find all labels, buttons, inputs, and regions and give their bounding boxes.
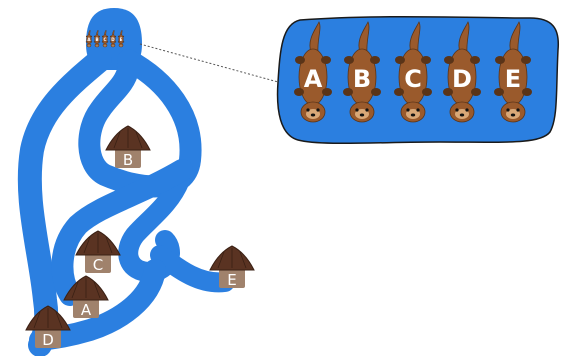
- big-otter-label: C: [404, 65, 422, 93]
- house-label: A: [81, 301, 92, 319]
- house-c: C: [76, 231, 120, 274]
- big-otter-label: D: [452, 65, 472, 93]
- house-label: D: [42, 331, 54, 349]
- river-network: [30, 8, 225, 345]
- house-b: B: [106, 126, 150, 169]
- big-otter-label: A: [304, 65, 323, 93]
- big-otter-label: B: [353, 65, 371, 93]
- tiny-otter-label: B: [95, 37, 98, 42]
- tiny-otter-label: C: [104, 37, 107, 42]
- house-label: B: [123, 151, 133, 169]
- tiny-otter-label: E: [120, 37, 123, 42]
- house-label: E: [227, 271, 236, 289]
- big-otter-label: E: [505, 65, 521, 93]
- house-label: C: [93, 256, 103, 274]
